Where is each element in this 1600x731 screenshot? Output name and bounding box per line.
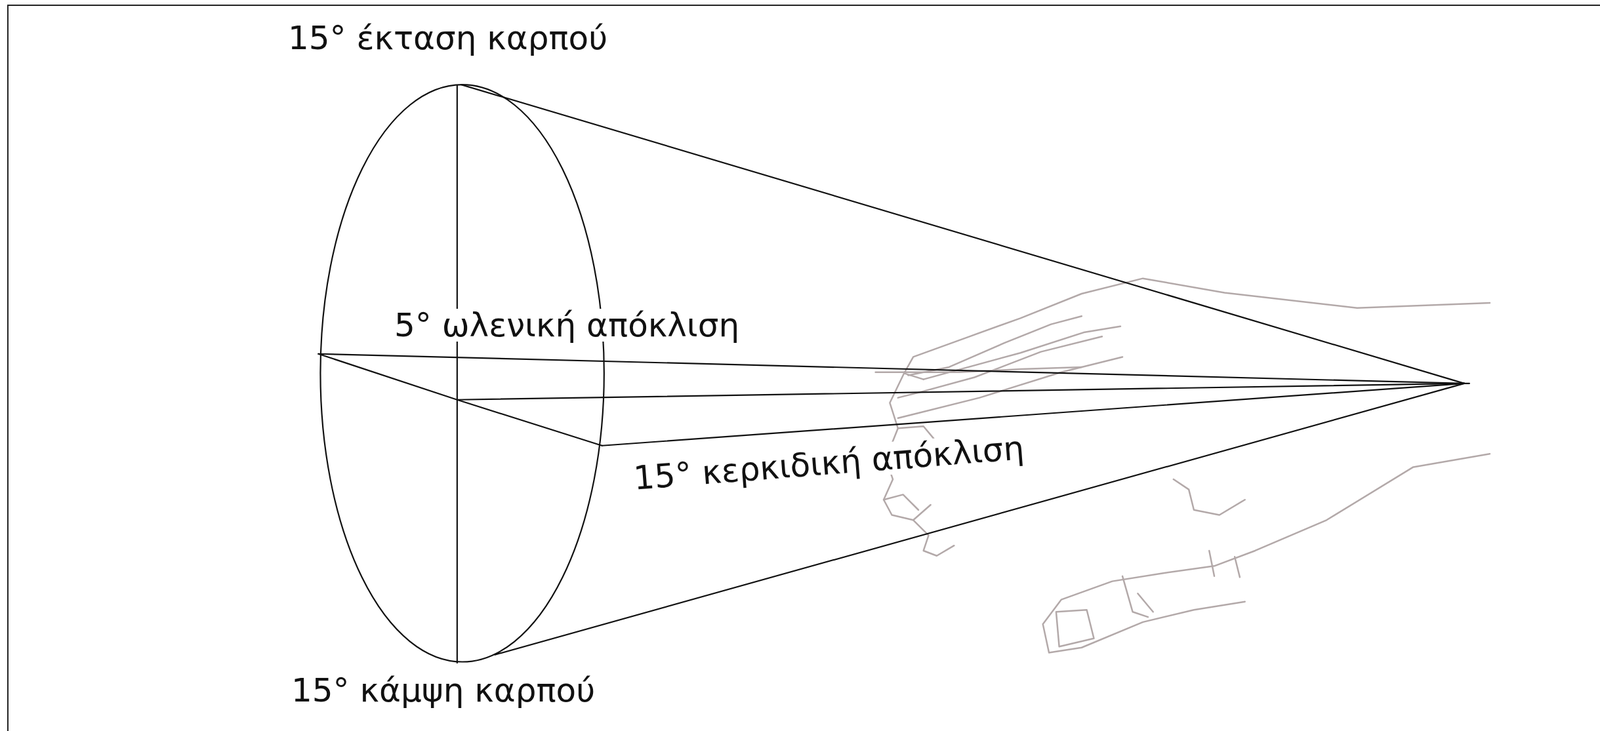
cone-lines: [318, 84, 1470, 664]
angle-label: 15° κάμψη καρπού: [289, 674, 597, 708]
frame: [7, 5, 1600, 731]
angle-label: 15° έκταση καρπού: [286, 21, 610, 55]
angle-label: 5° ωλενική απόκλιση: [392, 308, 742, 342]
angle-label: 15° κερκιδική απόκλιση: [630, 431, 1028, 496]
